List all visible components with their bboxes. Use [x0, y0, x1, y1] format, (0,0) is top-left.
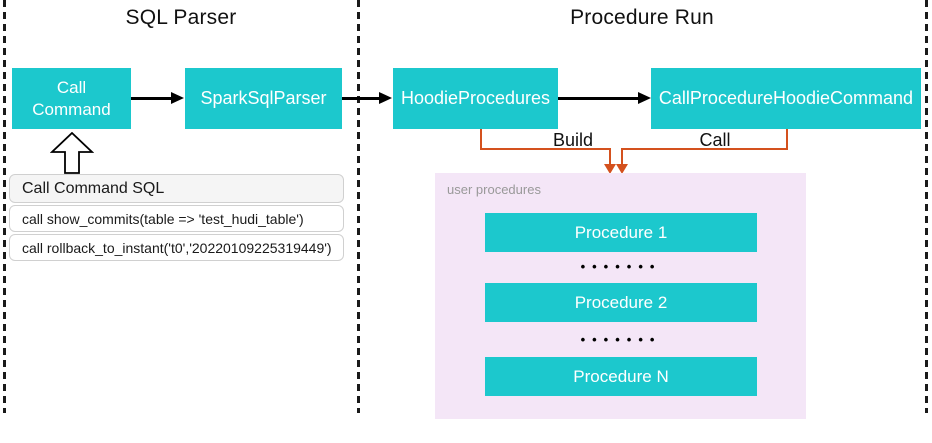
node-spark-sql-parser: SparkSqlParser: [185, 68, 342, 129]
arrow-procedures-to-command-line: [558, 97, 639, 100]
sql-statement-show-commits: call show_commits(table => 'test_hudi_ta…: [9, 205, 344, 232]
sql-panel-header: Call Command SQL: [9, 174, 344, 203]
edge-label-call: Call: [699, 130, 731, 150]
build-connector-drop: [609, 148, 611, 165]
sql-statement-rollback: call rollback_to_instant('t0','202201092…: [9, 234, 344, 261]
procedure-1-box: Procedure 1: [485, 213, 757, 252]
call-connector-stub: [786, 129, 788, 150]
arrow-procedures-to-command-head-icon: [638, 92, 651, 104]
section-border-right: [925, 0, 928, 413]
section-border-left: [3, 0, 6, 413]
arrow-parser-to-procedures-head-icon: [379, 92, 392, 104]
arrow-callcommand-to-parser-line: [131, 97, 173, 100]
call-connector-horizontal: [622, 148, 788, 150]
procedure-2-box: Procedure 2: [485, 283, 757, 322]
node-hoodie-procedures: HoodieProcedures: [393, 68, 558, 129]
section-title-procedure-run: Procedure Run: [570, 6, 714, 29]
node-call-procedure-hoodie-command: CallProcedureHoodieCommand: [651, 68, 921, 129]
call-connector-drop: [621, 148, 623, 165]
ellipsis-dots: •••••••: [580, 259, 662, 274]
build-arrowhead-icon: [604, 164, 616, 174]
hollow-up-arrow-icon: [50, 132, 94, 174]
user-procedures-label: user procedures: [447, 182, 541, 197]
build-connector-stub: [480, 129, 482, 150]
build-connector-horizontal: [480, 148, 611, 150]
section-title-sql-parser: SQL Parser: [125, 6, 237, 29]
user-procedures-container: user procedures Procedure 1 ••••••• Proc…: [435, 173, 806, 419]
edge-label-build: Build: [552, 130, 594, 150]
call-arrowhead-icon: [616, 164, 628, 174]
node-call-command: Call Command: [12, 68, 131, 129]
sql-panel: Call Command SQL call show_commits(table…: [9, 174, 344, 263]
arrow-parser-to-procedures-line: [342, 97, 380, 100]
procedure-n-box: Procedure N: [485, 357, 757, 396]
section-border-middle: [357, 0, 360, 413]
arrow-callcommand-to-parser-head-icon: [171, 92, 184, 104]
ellipsis-dots: •••••••: [580, 332, 662, 347]
